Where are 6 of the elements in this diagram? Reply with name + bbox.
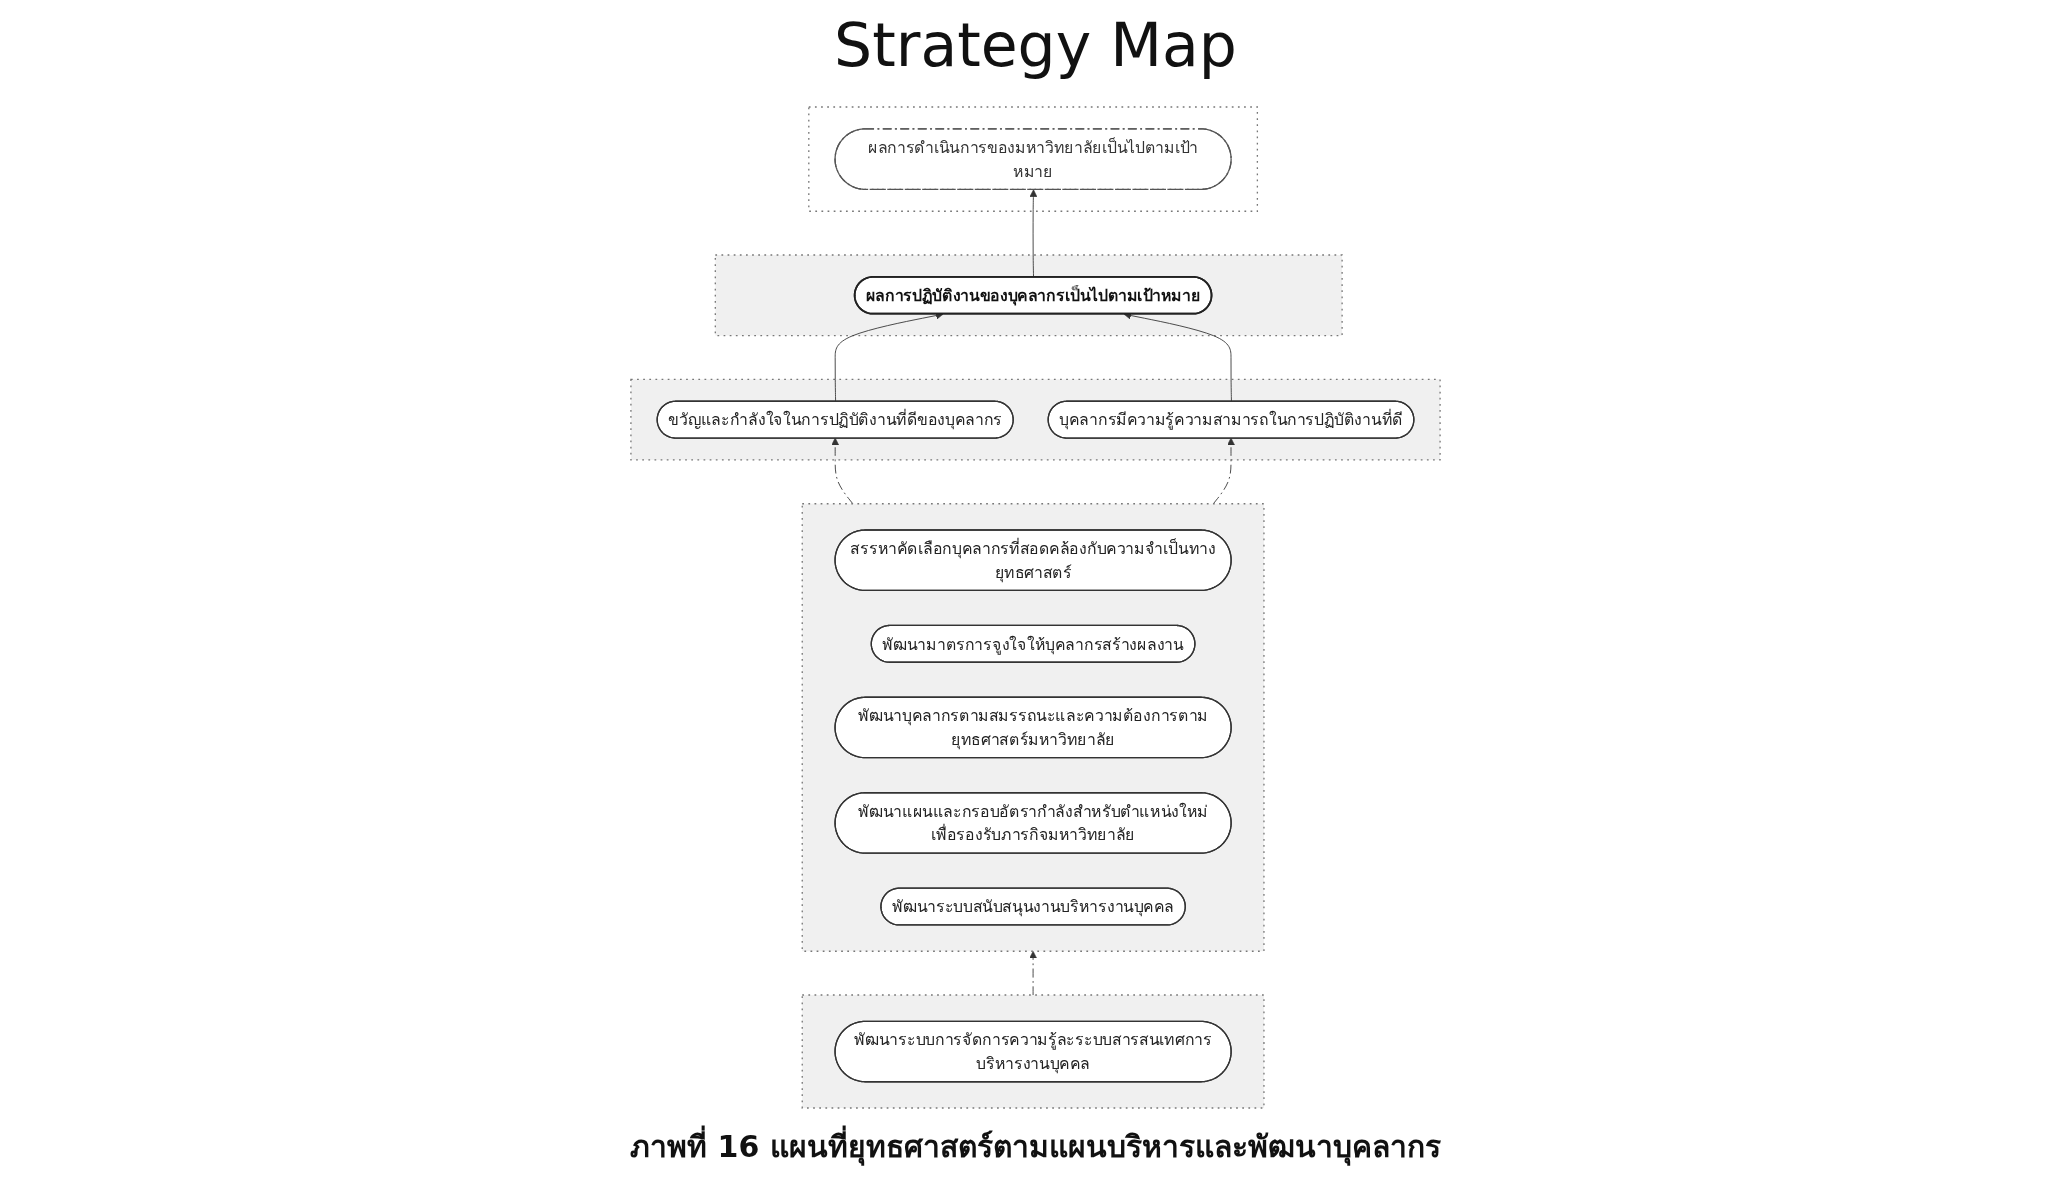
cluster: [714, 254, 1343, 337]
cluster: [801, 994, 1265, 1109]
diagram-title: Strategy Map: [834, 10, 1237, 80]
cluster: [630, 378, 1441, 461]
cluster: [801, 503, 1265, 952]
diagram-caption: ภาพที่ 16 แผนที่ยุทธศาสตร์ตามแผนบริหารและพัฒนาบุคลากร: [630, 1123, 1441, 1170]
